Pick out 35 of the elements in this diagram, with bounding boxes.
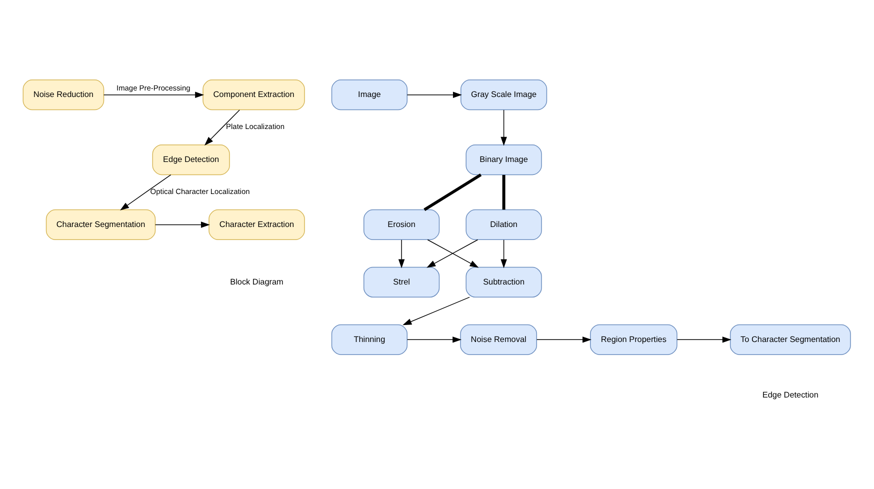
arrow xyxy=(120,174,172,210)
node-box: Strel xyxy=(363,266,440,298)
edge-label: Plate Localization xyxy=(226,122,284,132)
node-box: Dilation xyxy=(466,209,542,240)
node-box: Edge Detection xyxy=(152,144,230,176)
node-box: Character Segmentation xyxy=(46,209,156,240)
arrow xyxy=(406,336,462,343)
node-box: Gray Scale Image xyxy=(460,80,548,110)
node-box: Noise Removal xyxy=(460,324,538,355)
arrow xyxy=(204,110,240,146)
node-box: Noise Reduction xyxy=(22,80,104,110)
arrow xyxy=(103,92,204,98)
arrow xyxy=(676,336,732,343)
arrow xyxy=(402,296,470,326)
node-box: Character Extraction xyxy=(208,209,305,240)
label: Block Diagram xyxy=(230,277,284,286)
arrow xyxy=(406,92,462,98)
node-box: Erosion xyxy=(363,209,440,240)
connector xyxy=(424,174,482,212)
node-box: Region Properties xyxy=(590,324,678,355)
node-box: Subtraction xyxy=(466,266,542,298)
arrow xyxy=(500,240,507,268)
edge-label: Image Pre-Processing xyxy=(116,83,190,92)
node-box: To Character Segmentation xyxy=(730,324,851,355)
node-box: Binary Image xyxy=(466,144,542,176)
edge-label: Optical Character Localization xyxy=(150,187,250,196)
arrow xyxy=(500,110,507,146)
connector xyxy=(502,174,506,210)
arrow xyxy=(154,222,210,228)
node-box: Image xyxy=(331,80,408,110)
node-box: Thinning xyxy=(331,324,408,355)
arrow xyxy=(398,240,405,268)
arrow xyxy=(536,336,592,343)
node-box: Component Extraction xyxy=(202,80,305,110)
label: Edge Detection xyxy=(762,390,818,400)
